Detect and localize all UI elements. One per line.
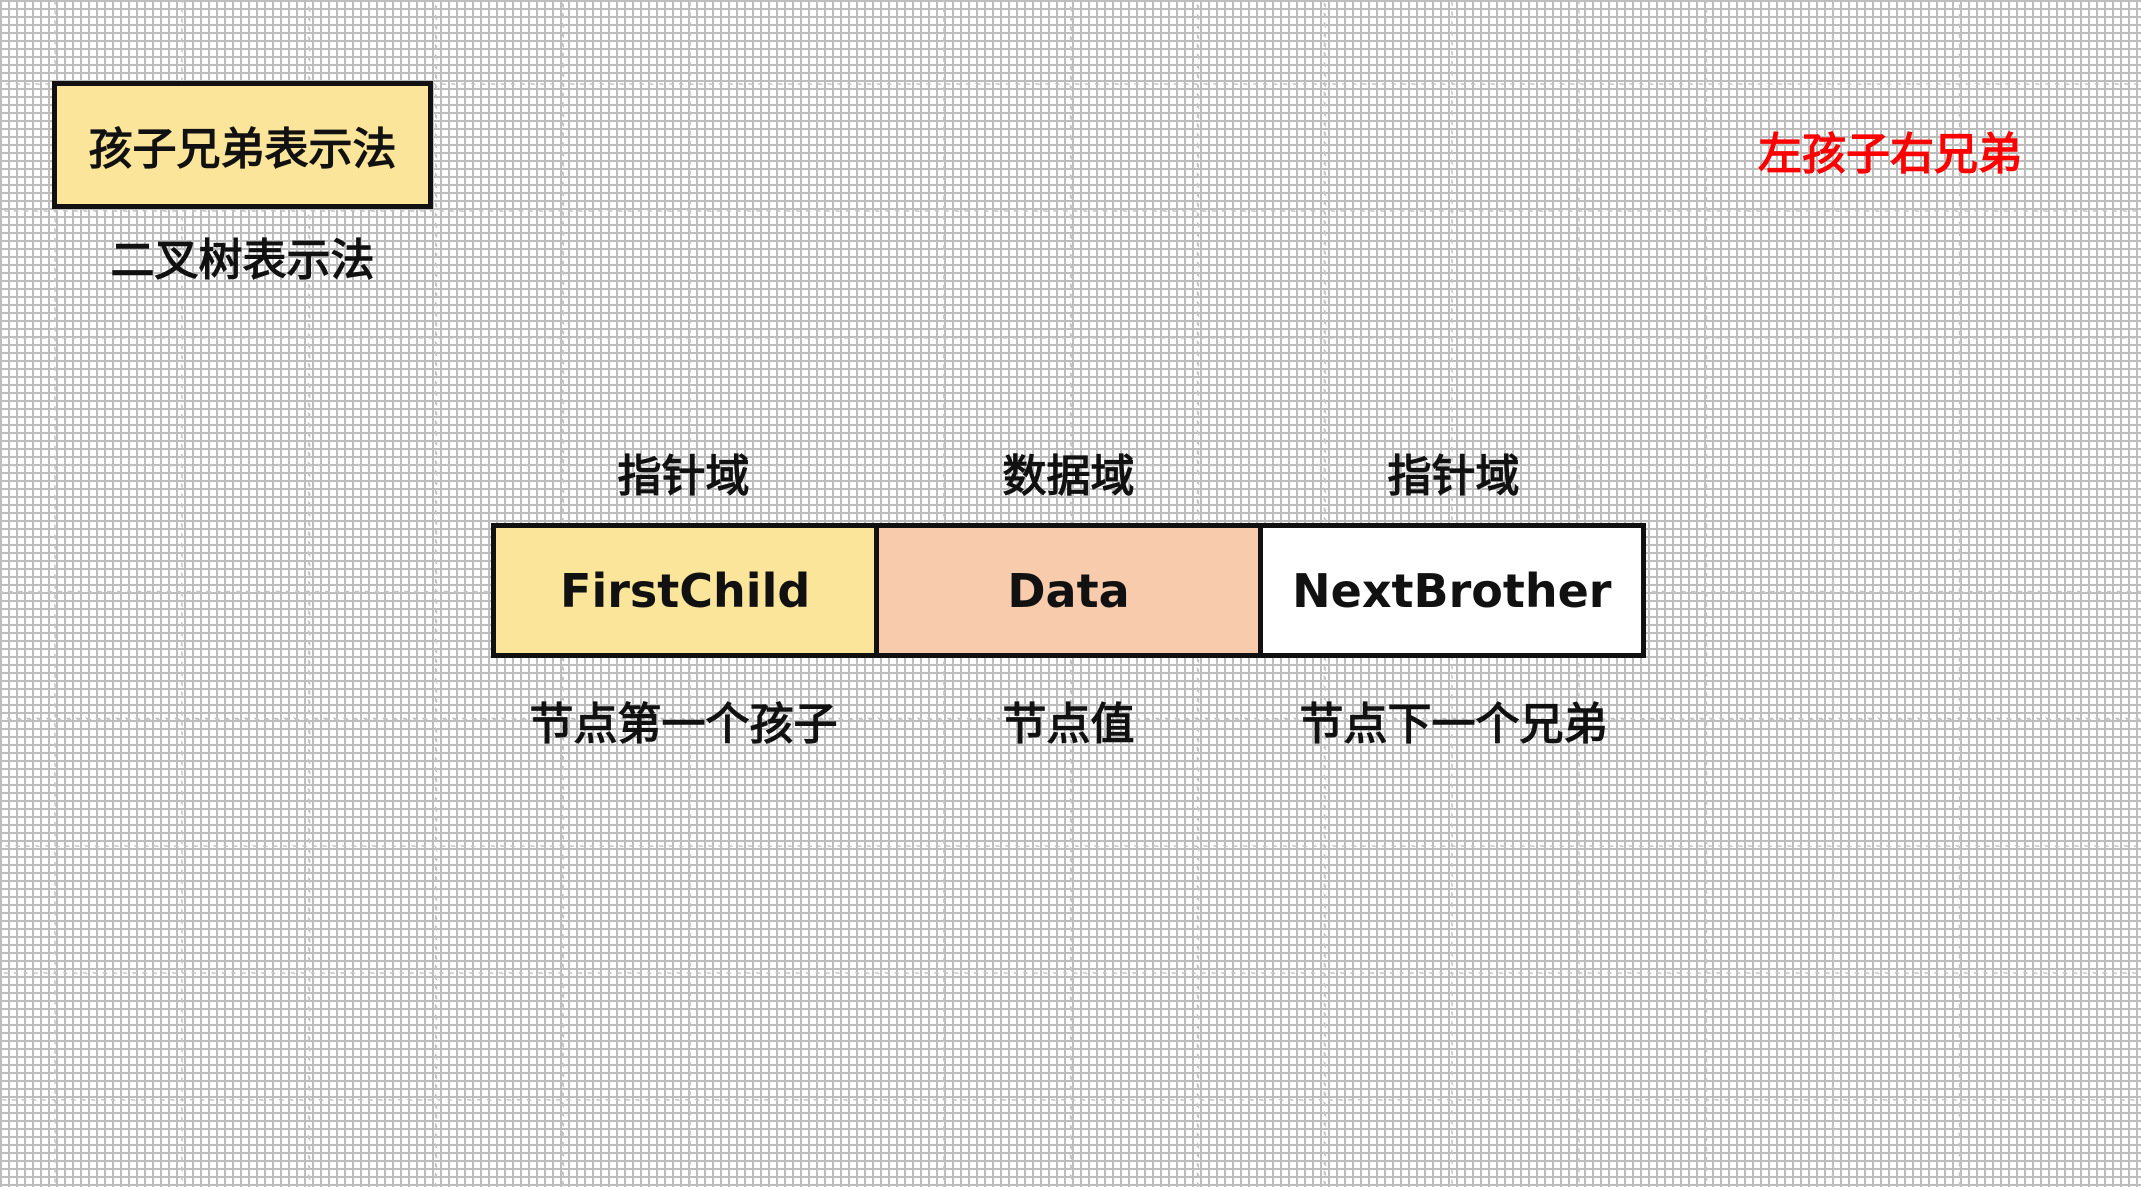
title-box: 孩子兄弟表示法 [52,81,433,209]
data-field-label: 数据域 [1002,451,1135,502]
node-structure: FirstChild Data NextBrother [491,523,1646,658]
first-child-cell: FirstChild [496,528,875,653]
next-brother-cell: NextBrother [1257,528,1641,653]
title-text: 孩子兄弟表示法 [88,124,397,175]
data-cell: Data [874,528,1258,653]
red-note-text: 左孩子右兄弟 [1758,129,2022,180]
data-description: 节点值 [1002,699,1135,750]
first-child-description: 节点第一个孩子 [529,699,838,750]
subtitle-text: 二叉树表示法 [110,235,375,286]
pointer-field-label-next: 指针域 [1387,451,1520,502]
pointer-field-label-first: 指针域 [617,451,750,502]
next-brother-description: 节点下一个兄弟 [1299,699,1608,750]
